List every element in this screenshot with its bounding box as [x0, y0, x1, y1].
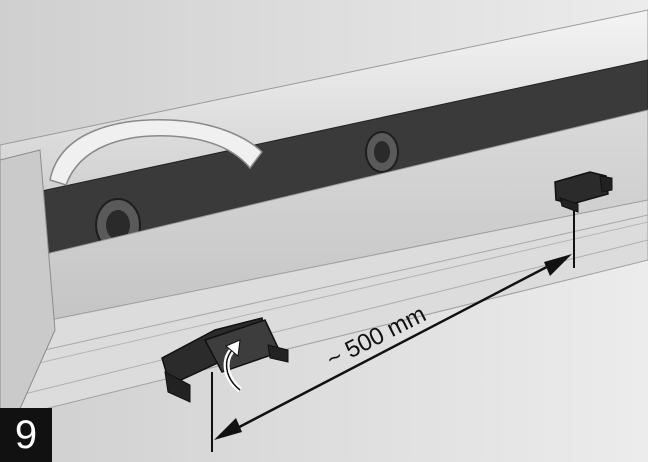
backplate-hole-left-inner	[106, 210, 130, 240]
channel-front-body	[0, 109, 648, 331]
dimension-arrowhead-left-icon	[214, 418, 242, 440]
rail-groove-1	[0, 214, 648, 361]
mounting-clip-right	[554, 171, 613, 213]
channel-lower-rail	[0, 199, 648, 421]
rail-groove-3	[0, 239, 648, 401]
channel-end-cap	[0, 149, 56, 426]
step-number-badge: 9	[0, 408, 52, 462]
rail-groove-2	[0, 221, 648, 373]
rotation-arrow-head-icon	[225, 339, 241, 357]
backplate-hole-right-inner	[374, 141, 390, 163]
channel-top-surface	[0, 9, 648, 201]
dimension-arrowhead-right-icon	[544, 254, 572, 276]
channel-lid-opened	[49, 119, 263, 186]
mounting-clip-left	[161, 317, 289, 403]
channel-inner-cavity	[0, 59, 648, 266]
dimension-line	[221, 256, 565, 438]
